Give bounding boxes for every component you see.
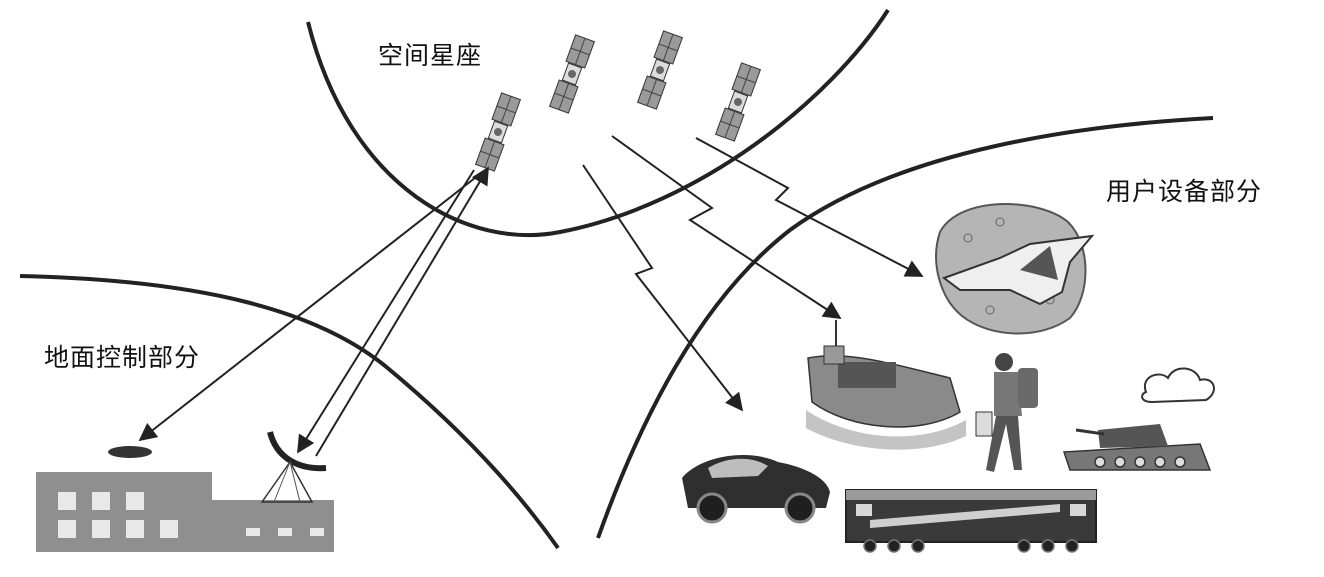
signal-arrow-ship (611, 135, 842, 319)
control-segment-label: 地面控制部分 (44, 343, 201, 372)
space-boundary-curve (306, 8, 890, 238)
satellite-icon (637, 30, 683, 110)
space-shuttle-icon (935, 203, 1095, 335)
antenna-icon (260, 431, 327, 503)
uplink-arrow-antenna (315, 166, 489, 457)
space-segment-label: 空间星座 (378, 41, 483, 70)
satellite-icon (475, 92, 521, 172)
train-icon (845, 489, 1097, 553)
user-boundary-curve (596, 116, 1214, 539)
car-icon (682, 455, 830, 524)
building-windows (58, 492, 324, 538)
satellite-icon (715, 62, 761, 142)
downlink-arrow-antenna (297, 169, 475, 454)
control-boundary-curve (19, 274, 560, 550)
tank-icon (1062, 424, 1212, 471)
hiker-icon (975, 353, 1038, 472)
signal-arrow-car (582, 164, 744, 412)
control-building-icon (36, 472, 334, 552)
cloud-icon (1141, 367, 1215, 404)
ship-icon (806, 320, 966, 450)
ground-dish-icon (108, 446, 152, 458)
signal-arrow-shuttle (695, 137, 924, 277)
user-segment-label: 用户设备部分 (1106, 177, 1263, 206)
satellite-icon (549, 34, 595, 114)
downlink-arrow-control (138, 173, 481, 442)
